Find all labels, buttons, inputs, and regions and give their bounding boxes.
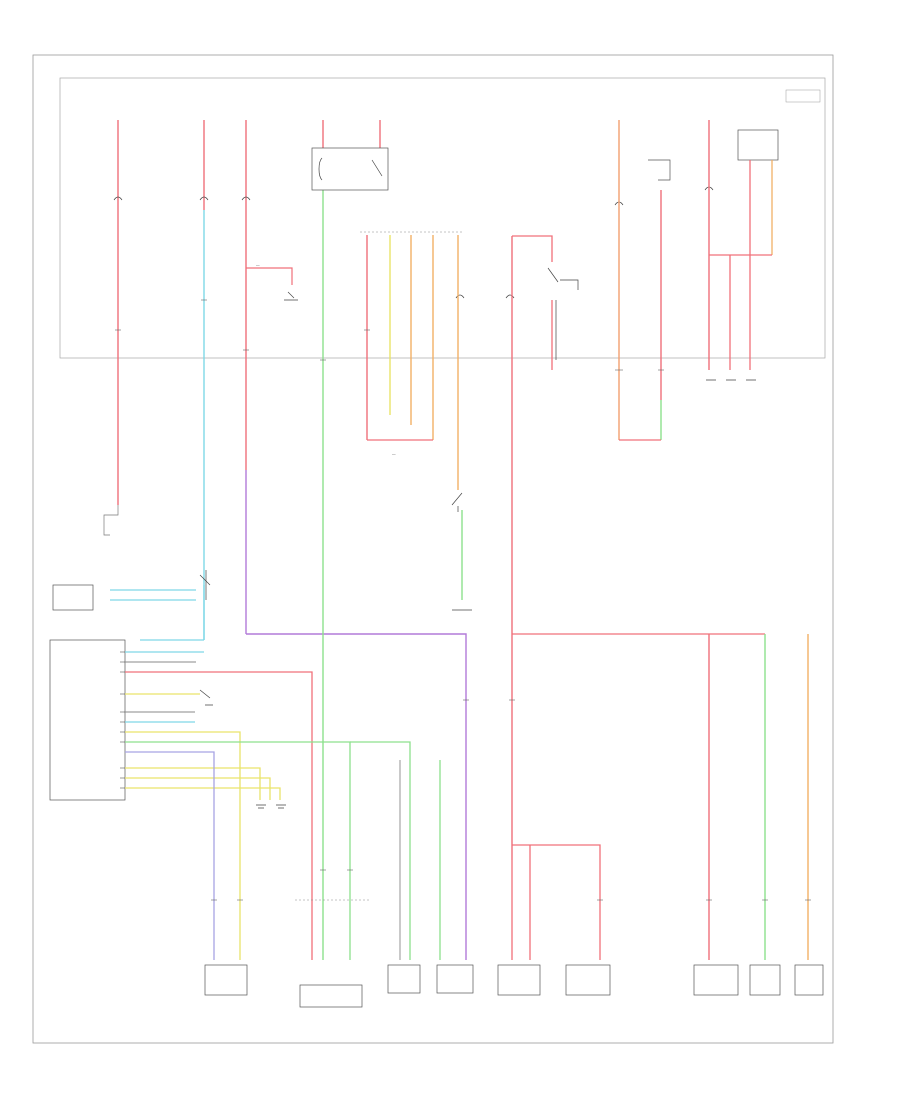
bottom-component-2 [295, 899, 370, 1008]
wire-bundle-center [360, 231, 462, 490]
bottom-component-6 [565, 964, 611, 996]
junction-ground-center: — [392, 452, 396, 456]
wire-loop-right [618, 120, 671, 441]
wire-1-red [103, 120, 119, 536]
bottom-components [204, 899, 824, 1008]
svg-text:—: — [392, 452, 396, 456]
right-relay-cluster [706, 120, 779, 381]
bottom-component-1 [204, 964, 248, 996]
module-left-wires [110, 570, 351, 960]
fuse-symbols [113, 186, 714, 299]
ground-symbols [199, 689, 286, 809]
wire-2-cyan [140, 120, 205, 641]
module-left [49, 584, 126, 801]
switch-orange [451, 492, 472, 611]
wire-3-purple [245, 120, 467, 960]
relay-center-right [511, 235, 579, 860]
relay-top [311, 147, 389, 191]
right-lower-wires [350, 633, 809, 960]
diagram-frame [32, 54, 834, 1044]
svg-text:—: — [256, 263, 260, 267]
bottom-component-4 [436, 964, 474, 994]
bottom-component-7 [693, 964, 739, 996]
pdc-corner-tag [785, 89, 821, 103]
bottom-component-9 [794, 964, 824, 996]
bottom-component-3 [387, 964, 421, 994]
small-switch-1: — [246, 263, 298, 301]
bottom-component-5 [497, 964, 541, 996]
power-distribution-center [59, 77, 826, 359]
bottom-component-8 [749, 964, 781, 996]
connector-ticks [115, 299, 811, 901]
